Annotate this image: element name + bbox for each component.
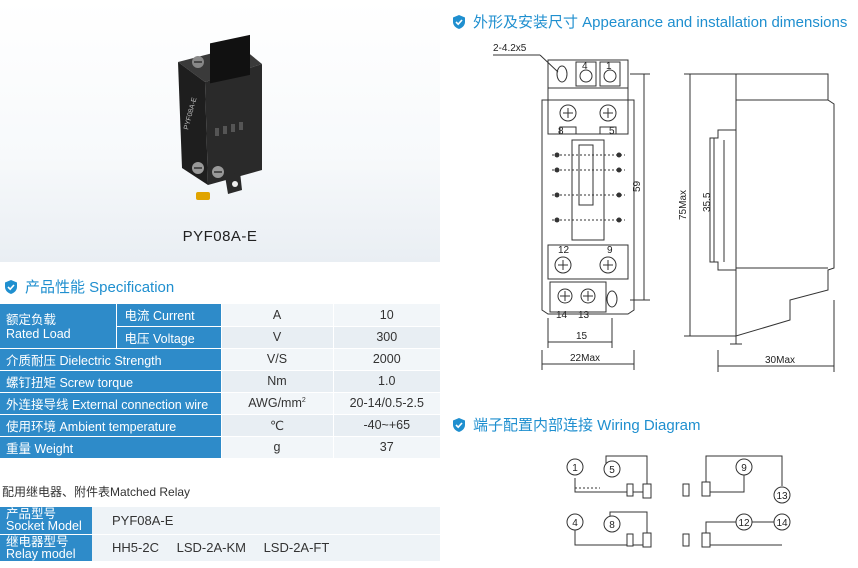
row-unit: Nm [221, 370, 334, 393]
rated-load-en: Rated Load [6, 326, 71, 341]
row-unit: V [221, 326, 334, 349]
wiring-terminal: 4 [572, 518, 578, 529]
socket-label-en: Socket Model [6, 519, 82, 534]
spec-table: 额定负载 Rated Load 电流 Current A 10 电压 Volta… [0, 304, 440, 459]
row-label: 电压 Voltage [116, 326, 222, 349]
row-unit: g [221, 436, 334, 459]
wiring-section-title: 端子配置内部连接 Wiring Diagram [473, 417, 701, 434]
product-photo: PYF08A-E PYF08A-E [0, 0, 440, 262]
table-row: 继电器型号 Relay model HH5-2C LSD-2A-KM LSD-2… [0, 534, 440, 562]
dim-22max: 22Max [570, 353, 600, 364]
terminal-label: 4 [582, 61, 588, 72]
wiring-terminal: 8 [609, 520, 615, 531]
row-value: -40~+65 [333, 414, 440, 437]
wiring-terminal: 9 [741, 463, 747, 474]
row-label: 螺钉扭矩 Screw torque [0, 370, 222, 393]
matched-relay-table: 产品型号 Socket Model PYF08A-E 继电器型号 Relay m… [0, 507, 440, 562]
table-row: 产品型号 Socket Model PYF08A-E [0, 507, 440, 535]
unit-superscript: 2 [301, 396, 306, 404]
row-unit: AWG/mm2 [221, 392, 334, 415]
row-label: 使用环境 Ambient temperature [0, 414, 222, 437]
product-name: PYF08A-E [182, 228, 258, 245]
row-value: 1.0 [333, 370, 440, 393]
row-label: 外连接导线 External connection wire [0, 392, 222, 415]
table-row: 螺钉扭矩 Screw torque Nm 1.0 [0, 370, 440, 393]
shield-check-icon [453, 417, 465, 432]
table-row: 介质耐压 Dielectric Strength V/S 2000 [0, 348, 440, 371]
dim-30max: 30Max [765, 355, 795, 366]
terminal-label: 12 [558, 245, 570, 256]
wiring-terminal: 12 [738, 518, 750, 529]
row-value: 37 [333, 436, 440, 459]
relay-model: LSD-2A-KM [176, 540, 246, 555]
wiring-terminal: 13 [776, 491, 788, 502]
row-value: 10 [333, 304, 440, 327]
wiring-terminal: 14 [776, 518, 788, 529]
socket-model-value: PYF08A-E [92, 507, 440, 535]
relay-model-values: HH5-2C LSD-2A-KM LSD-2A-FT [92, 534, 440, 562]
unit-text: AWG/mm [248, 396, 302, 410]
terminal-label: 9 [607, 245, 613, 256]
row-value: 2000 [333, 348, 440, 371]
terminal-label: 1 [606, 61, 612, 72]
row-label: 介质耐压 Dielectric Strength [0, 348, 222, 371]
table-row: 额定负载 Rated Load 电流 Current A 10 [0, 304, 440, 349]
terminal-label: 14 [556, 310, 568, 321]
rated-load-cn: 额定负载 [6, 312, 57, 327]
relay-label-en: Relay model [6, 546, 76, 561]
row-value: 300 [333, 326, 440, 349]
wiring-section-header: 端子配置内部连接 Wiring Diagram [451, 414, 701, 435]
dim-75max: 75Max [678, 190, 689, 220]
wiring-terminal: 5 [609, 465, 615, 476]
row-unit: A [221, 304, 334, 327]
table-row: 电压 Voltage V 300 [0, 326, 440, 349]
spec-section-title: 产品性能 Specification [25, 279, 175, 296]
matched-relay-title: 配用继电器、附件表Matched Relay [2, 485, 191, 499]
shield-check-icon [5, 279, 17, 294]
row-label: 重量 Weight [0, 436, 222, 459]
socket-image: PYF08A-E [178, 34, 262, 200]
dim-15: 15 [576, 331, 588, 342]
table-row: 重量 Weight g 37 [0, 436, 440, 459]
spec-section-header: 产品性能 Specification [3, 276, 174, 297]
terminal-label: 13 [578, 310, 590, 321]
relay-label-cn: 继电器型号 [6, 534, 69, 549]
table-row: 外连接导线 External connection wire AWG/mm2 2… [0, 392, 440, 415]
relay-model: LSD-2A-FT [263, 540, 330, 555]
socket-label-cn: 产品型号 [6, 507, 57, 522]
dim-35-5: 35.5 [702, 192, 713, 212]
terminal-label: 8 [558, 126, 564, 137]
row-unit: ℃ [221, 414, 334, 437]
table-row: 使用环境 Ambient temperature ℃ -40~+65 [0, 414, 440, 437]
dim-hole: 2-4.2x5 [493, 43, 527, 54]
row-unit: V/S [221, 348, 334, 371]
dimensions-section-title: 外形及安装尺寸 Appearance and installation dime… [473, 14, 848, 31]
relay-model-label: 继电器型号 Relay model [0, 534, 92, 562]
dimensions-section-header: 外形及安装尺寸 Appearance and installation dime… [451, 11, 847, 32]
terminal-label: 5 [609, 126, 615, 137]
socket-model-label: 产品型号 Socket Model [0, 507, 92, 535]
rated-load-label: 额定负载 Rated Load [0, 304, 117, 349]
shield-check-icon [453, 14, 465, 29]
row-label: 电流 Current [116, 304, 222, 327]
dim-59: 59 [632, 180, 643, 192]
row-value: 20-14/0.5-2.5 [333, 392, 440, 415]
wiring-terminal: 1 [572, 463, 578, 474]
relay-model: HH5-2C [112, 540, 159, 555]
